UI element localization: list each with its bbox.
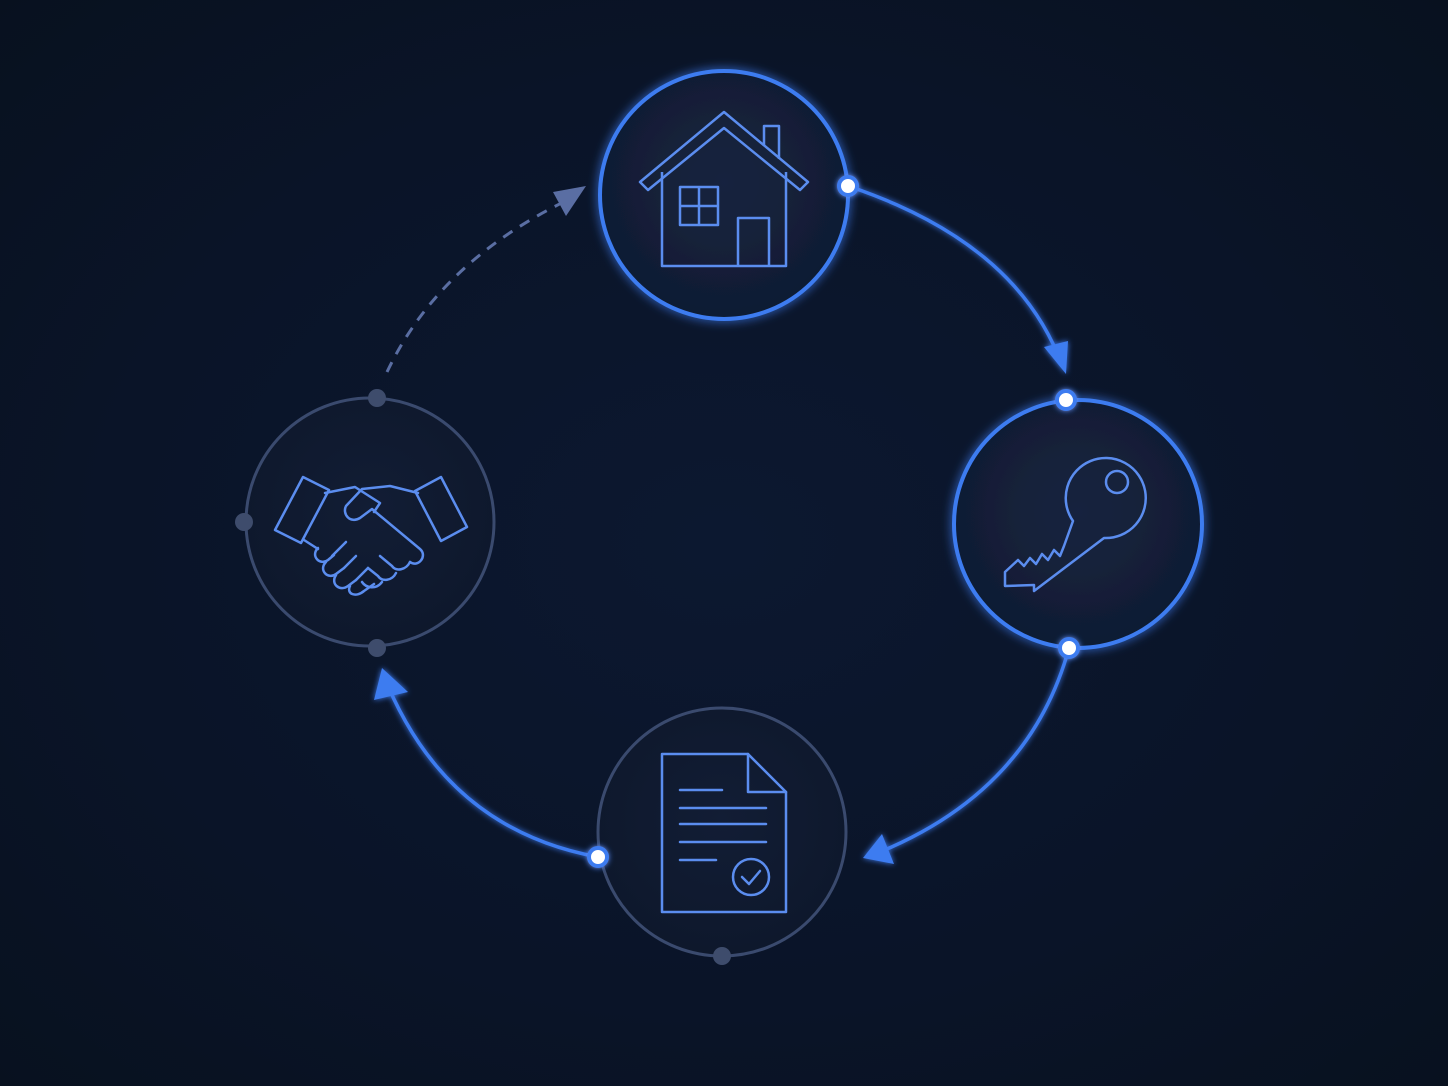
node-document[interactable] <box>587 706 848 965</box>
node-home-ring <box>598 69 850 321</box>
document-check-icon <box>660 752 788 914</box>
edge-handshake-to-home <box>385 186 586 373</box>
connector-dot <box>837 175 859 197</box>
connector-dot <box>713 947 731 965</box>
connector-dot <box>235 513 253 531</box>
connector-dot <box>368 639 386 657</box>
node-handshake[interactable] <box>235 389 496 657</box>
node-handshake-ring <box>244 396 496 648</box>
key-icon <box>1003 456 1147 593</box>
edge-key-to-document <box>863 647 1071 864</box>
node-key-ring <box>952 398 1204 650</box>
handshake-icon <box>273 475 469 596</box>
connector-dot <box>587 846 609 868</box>
connector-dot <box>1058 637 1080 659</box>
connector-dot <box>1055 389 1077 411</box>
house-icon <box>638 110 810 268</box>
connector-dot <box>368 389 386 407</box>
node-key[interactable] <box>952 389 1204 659</box>
node-home[interactable] <box>598 69 859 321</box>
node-document-ring <box>596 706 848 958</box>
edge-home-to-key <box>847 184 1068 374</box>
edge-document-to-handshake <box>374 668 599 859</box>
